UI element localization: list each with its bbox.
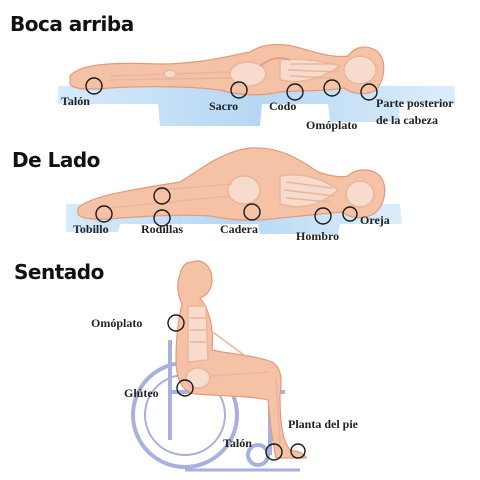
- lateral-upper-knee-marker: [153, 187, 171, 205]
- supine-head-marker: [360, 83, 378, 101]
- seated-heel-label: Talón: [223, 436, 252, 450]
- supine-figure: [58, 43, 455, 126]
- lateral-ear-marker: [342, 206, 358, 222]
- lateral-figure: [66, 147, 402, 234]
- seated-buttock-label: Glúteo: [124, 386, 159, 400]
- supine-body: [69, 43, 385, 96]
- supine-head-label-line1: Parte posterior: [376, 96, 454, 110]
- lateral-heading: De Lado: [12, 148, 100, 172]
- lateral-ankle-marker: [95, 205, 113, 223]
- seated-buttock-marker: [176, 379, 194, 397]
- supine-heading: Boca arriba: [10, 12, 134, 36]
- lateral-shoulder-marker: [314, 207, 332, 225]
- supine-sacrum-marker: [230, 81, 248, 99]
- lateral-ankle-label: Tobillo: [73, 222, 109, 236]
- seated-heel-marker: [265, 443, 283, 461]
- supine-head-label-line2: de la cabeza: [376, 113, 438, 127]
- supine-scapula-marker: [323, 79, 341, 97]
- seated-heading: Sentado: [14, 260, 104, 284]
- supine-elbow-label: Codo: [269, 99, 297, 113]
- seated-scapula-marker: [167, 314, 185, 332]
- lateral-ear-label: Oreja: [360, 213, 390, 227]
- lateral-hip-label: Cadera: [220, 222, 258, 236]
- supine-heel-marker: [85, 77, 103, 95]
- lateral-hip-marker: [243, 203, 261, 221]
- supine-sacrum-label: Sacro: [209, 99, 239, 113]
- lateral-shoulder-label: Hombro: [296, 229, 340, 243]
- supine-elbow-marker: [286, 83, 304, 101]
- seated-figure: [131, 260, 307, 472]
- lateral-lower-knee-marker: [153, 209, 171, 227]
- seated-sole-marker: [290, 443, 306, 459]
- lateral-knees-label: Rodillas: [141, 222, 184, 236]
- supine-mattress: [58, 86, 455, 126]
- seated-scapula-label: Omóplato: [91, 316, 143, 330]
- supine-heel-label: Talón: [61, 94, 90, 108]
- seated-sole-label: Planta del pie: [288, 417, 359, 431]
- supine-scapula-label: Omóplato: [306, 118, 358, 132]
